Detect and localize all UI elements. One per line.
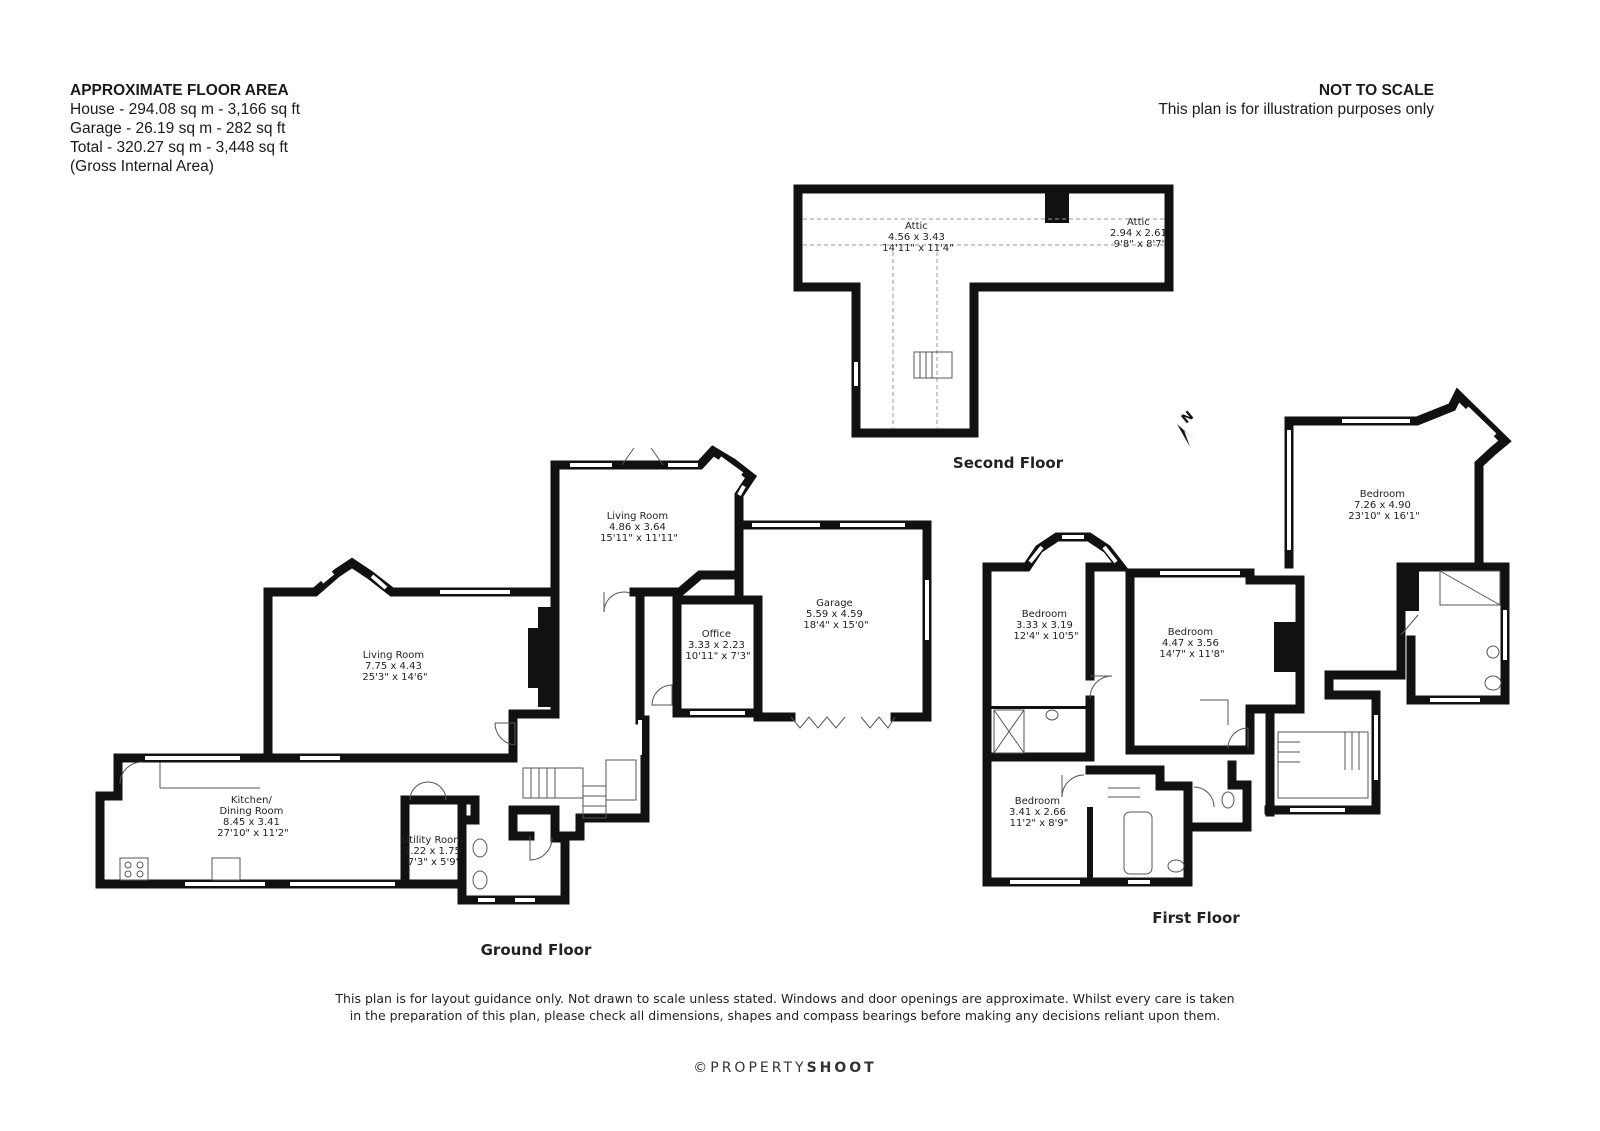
ensuite-wall [1396, 562, 1510, 705]
first-floor-wc-wall [1183, 760, 1252, 832]
disclaimer-text: This plan is for layout guidance only. N… [0, 990, 1570, 1024]
kitchen-sink [211, 857, 241, 881]
first-floor-label: First Floor [1152, 909, 1240, 927]
total-area: Total - 320.27 sq m - 3,448 sq ft [70, 139, 288, 156]
bathtub [1123, 811, 1153, 875]
ground-floor-stairs [522, 759, 637, 819]
first-floor-plan [982, 387, 1512, 887]
garage-label: Garage 5.59 x 4.59 18'4" x 15'0" [803, 598, 868, 631]
utility-room-label: Utility Room 2.22 x 1.75 7'3" x 5'9" [402, 835, 466, 868]
living-room-bay-label: Living Room 4.86 x 3.64 15'11" x 11'11" [600, 511, 678, 544]
attic-chimney [1045, 193, 1069, 223]
house-area: House - 294.08 sq m - 3,166 sq ft [70, 101, 301, 118]
disclaimer-line-2: in the preparation of this plan, please … [349, 1008, 1221, 1023]
shower-tray [993, 709, 1025, 754]
kitchen-hob [119, 857, 149, 881]
floor-area-summary: APPROXIMATE FLOOR AREA House - 294.08 sq… [70, 81, 300, 176]
ensuite-shower [1439, 570, 1501, 606]
garage-wall [734, 520, 932, 722]
brand-part-2: SHOOT [806, 1060, 877, 1076]
ground-floor-plan [95, 445, 932, 905]
compass-arrow-icon: N [1177, 409, 1197, 447]
scale-notice: NOT TO SCALE This plan is for illustrati… [1158, 81, 1434, 119]
not-to-scale-heading: NOT TO SCALE [1318, 82, 1434, 99]
bedroom-2-chimney [1274, 622, 1296, 672]
first-floor-stairs [1277, 731, 1369, 799]
garage-area: Garage - 26.19 sq m - 282 sq ft [70, 120, 286, 137]
living-room-fireplace [538, 607, 556, 707]
bedroom-3-label: Bedroom 7.26 x 4.90 23'10" x 16'1" [1348, 489, 1420, 522]
ground-floor-label: Ground Floor [481, 941, 592, 959]
compass-letter: N [1179, 409, 1197, 427]
bedroom-1-label: Bedroom 3.33 x 3.19 12'4" x 10'5" [1013, 609, 1078, 642]
bedroom-1-wall [982, 532, 1131, 762]
attic-outer-wall [793, 184, 1174, 438]
floor-area-heading: APPROXIMATE FLOOR AREA [70, 82, 289, 99]
copyright-logo: ©PROPERTYSHOOT [0, 1060, 1570, 1076]
second-floor-label: Second Floor [953, 454, 1064, 472]
landing-wall [1245, 690, 1381, 817]
bedroom-4-label: Bedroom 3.41 x 2.66 11'2" x 8'9" [1009, 796, 1069, 829]
kitchen-dining-label: Kitchen/ Dining Room 8.45 x 3.41 27'10" … [217, 795, 289, 839]
area-type-note: (Gross Internal Area) [70, 158, 214, 175]
second-floor-plan [793, 184, 1174, 438]
illustration-note: This plan is for illustration purposes o… [1158, 101, 1434, 118]
attic-stair-hatch [913, 351, 953, 379]
hallway-wall [508, 587, 650, 841]
attic-main-label: Attic 4.56 x 3.43 14'11" x 11'4" [882, 221, 954, 254]
copyright-symbol: © [693, 1060, 711, 1076]
disclaimer-line-1: This plan is for layout guidance only. N… [335, 991, 1235, 1006]
living-room-main-label: Living Room 7.75 x 4.43 25'3" x 14'6" [362, 650, 427, 683]
wc-wall [457, 805, 570, 905]
office-label: Office 3.33 x 2.23 10'11" x 7'3" [685, 629, 750, 662]
bedroom-3-wall [1284, 387, 1512, 700]
bedroom-2-label: Bedroom 4.47 x 3.56 14'7" x 11'8" [1159, 627, 1224, 660]
brand-part-1: PROPERTY [710, 1060, 807, 1076]
attic-small-label: Attic 2.94 x 2.61 9'8" x 8'7" [1110, 217, 1170, 250]
